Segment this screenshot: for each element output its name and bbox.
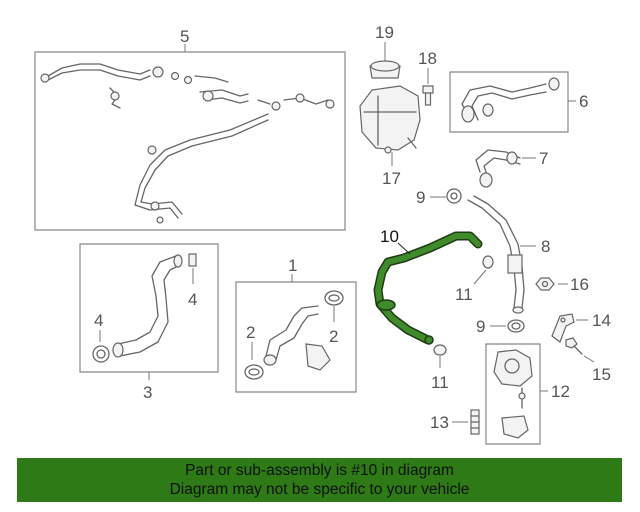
assembly-6-hose: 6 [449, 71, 588, 133]
footer-line-2: Diagram may not be specific to your vehi… [169, 481, 470, 498]
callout-7[interactable]: 7 [539, 149, 548, 168]
callout-9-lower[interactable]: 9 [476, 317, 485, 336]
callout-10[interactable]: 10 [380, 227, 399, 246]
callout-8[interactable]: 8 [541, 237, 550, 256]
part-8-coolant-pipe: 8 [467, 195, 550, 314]
callout-14[interactable]: 14 [592, 311, 611, 330]
callout-9-upper[interactable]: 9 [416, 188, 425, 207]
part-19-reservoir-cap: 19 [369, 23, 401, 79]
callout-12[interactable]: 12 [551, 382, 570, 401]
part-16-nut: 16 [535, 275, 589, 294]
part-15-bolt: 15 [565, 337, 611, 384]
part-7-hose: 7 [475, 149, 548, 188]
callout-17[interactable]: 17 [382, 169, 401, 188]
assembly-12-pump: 12 [485, 343, 570, 445]
part-11-clamp-upper: 11 [455, 255, 494, 304]
assembly-5-box [34, 51, 346, 231]
part-18-bolt: 18 [418, 49, 437, 106]
callout-16[interactable]: 16 [570, 275, 589, 294]
parts-diagram: 5 19 18 [34, 23, 611, 445]
callout-11-lower[interactable]: 11 [431, 373, 449, 392]
assembly-1-hose: 1 2 2 [235, 256, 357, 393]
part-17-coolant-reservoir: 17 [359, 85, 421, 188]
assembly-5-hoses: 5 [34, 27, 346, 231]
assembly-12-box [485, 343, 541, 445]
assembly-6-box [449, 71, 569, 133]
footer-banner: Part or sub-assembly is #10 in diagram D… [17, 458, 622, 502]
part-11-clamp-lower: 11 [431, 344, 449, 392]
callout-11-upper[interactable]: 11 [455, 285, 473, 304]
callout-3[interactable]: 3 [143, 383, 152, 402]
part-9-clamp-lower: 9 [476, 317, 525, 336]
callout-13[interactable]: 13 [430, 413, 449, 432]
hose-10-body[interactable] [375, 233, 481, 343]
assembly-3-box [79, 243, 219, 373]
callout-4-right[interactable]: 4 [188, 290, 197, 309]
part-9-clamp-upper: 9 [416, 188, 462, 207]
part-14-bracket: 14 [551, 311, 611, 343]
callout-18[interactable]: 18 [418, 49, 437, 68]
callout-2-left[interactable]: 2 [246, 323, 255, 342]
callout-6[interactable]: 6 [579, 92, 588, 111]
footer-line-1: Part or sub-assembly is #10 in diagram [185, 462, 454, 479]
callout-4-left[interactable]: 4 [94, 311, 103, 330]
callout-5[interactable]: 5 [180, 27, 189, 46]
assembly-3-hose: 3 4 4 [79, 243, 219, 402]
part-10-highlighted-hose[interactable]: 10 [373, 227, 483, 345]
callout-2-right[interactable]: 2 [329, 327, 338, 346]
callout-15[interactable]: 15 [592, 365, 611, 384]
part-13-stud: 13 [430, 409, 480, 435]
callout-19[interactable]: 19 [375, 23, 394, 42]
assembly-1-box [235, 281, 357, 393]
callout-1[interactable]: 1 [288, 256, 297, 275]
